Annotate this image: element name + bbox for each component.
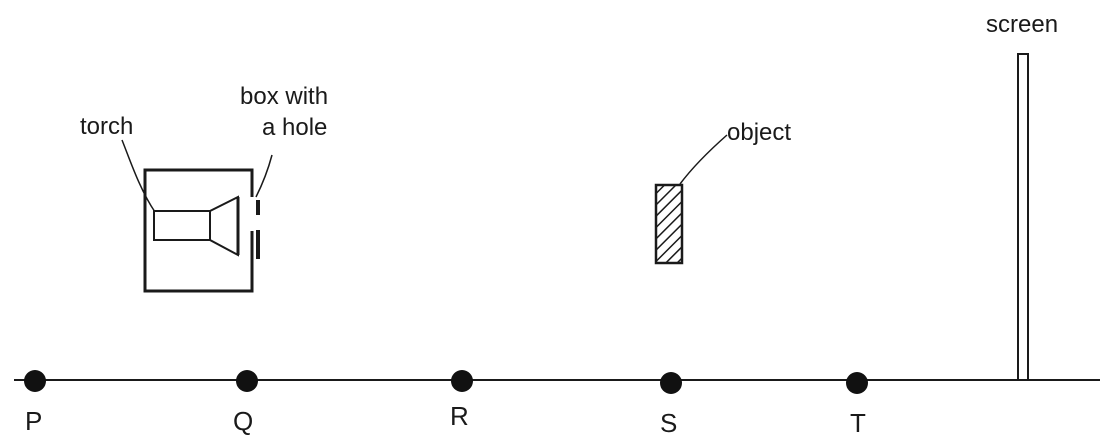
point-t-dot bbox=[846, 372, 868, 394]
object-leader-line bbox=[679, 134, 728, 185]
box-label-line2: a hole bbox=[262, 114, 327, 141]
box-label-line1: box with bbox=[240, 83, 328, 110]
box-leader-line bbox=[255, 154, 273, 198]
point-q-dot bbox=[236, 370, 258, 392]
box-with-hole bbox=[143, 168, 260, 293]
point-t-label: T bbox=[850, 408, 866, 438]
point-p-label: P bbox=[25, 406, 42, 436]
point-s-label: S bbox=[660, 408, 677, 438]
torch-leader-line bbox=[121, 139, 156, 213]
point-r-label: R bbox=[450, 401, 469, 431]
point-s-dot bbox=[660, 372, 682, 394]
object-label: object bbox=[727, 119, 791, 146]
point-p-dot bbox=[24, 370, 46, 392]
screen-label: screen bbox=[986, 11, 1058, 38]
point-r-dot bbox=[451, 370, 473, 392]
object-shape bbox=[654, 183, 684, 265]
screen-shape bbox=[1017, 53, 1029, 381]
torch-label: torch bbox=[80, 113, 133, 140]
torch-icon bbox=[153, 195, 240, 257]
point-q-label: Q bbox=[233, 406, 253, 436]
